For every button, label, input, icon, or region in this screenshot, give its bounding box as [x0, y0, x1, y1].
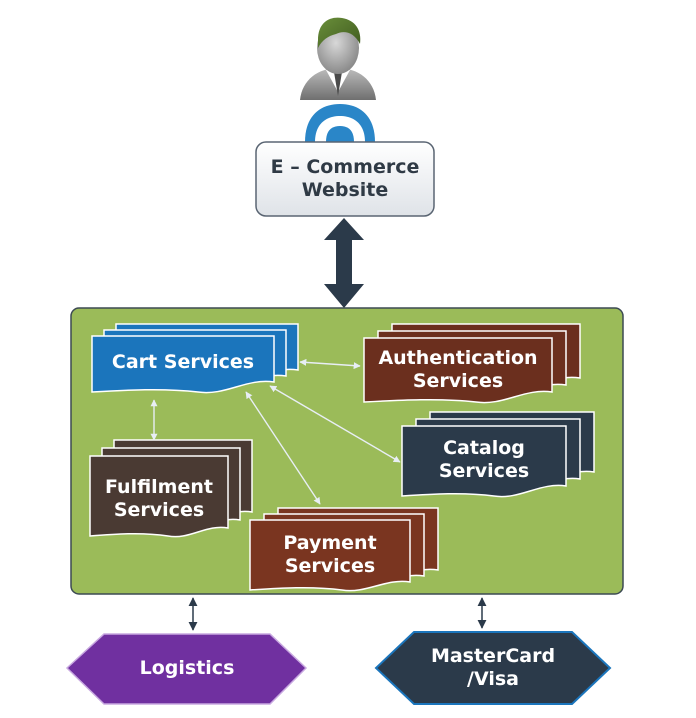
website-label: E – Commerce Website: [270, 156, 420, 201]
website-box: [255, 141, 435, 217]
fulfilment-services-label: Fulfilment Services: [105, 476, 213, 521]
logistics-label: Logistics: [139, 656, 235, 679]
payment-services-label: Payment Services: [283, 532, 377, 577]
authentication-services-stack: [363, 323, 581, 404]
service-connectors: [150, 358, 401, 505]
cart-services-label: Cart Services: [111, 350, 255, 373]
catalog-services-stack: [401, 411, 595, 498]
cloud-connector-icon: [305, 104, 375, 142]
payment-gateway-label: MasterCard /Visa: [430, 645, 556, 690]
payment-gateway-hexagon: [374, 631, 612, 705]
payment-services-stack: [249, 507, 439, 592]
logistics-hexagon: [65, 633, 308, 705]
website-platform-arrow: [324, 218, 364, 308]
cart-auth-connector: [299, 358, 361, 370]
authentication-services-label: Authentication Services: [378, 347, 538, 392]
fulfilment-services-stack: [89, 439, 253, 538]
user-avatar-icon: [300, 17, 376, 100]
cart-payment-connector: [245, 391, 321, 505]
catalog-services-label: Catalog Services: [438, 437, 530, 482]
cart-services-stack: [91, 323, 299, 394]
